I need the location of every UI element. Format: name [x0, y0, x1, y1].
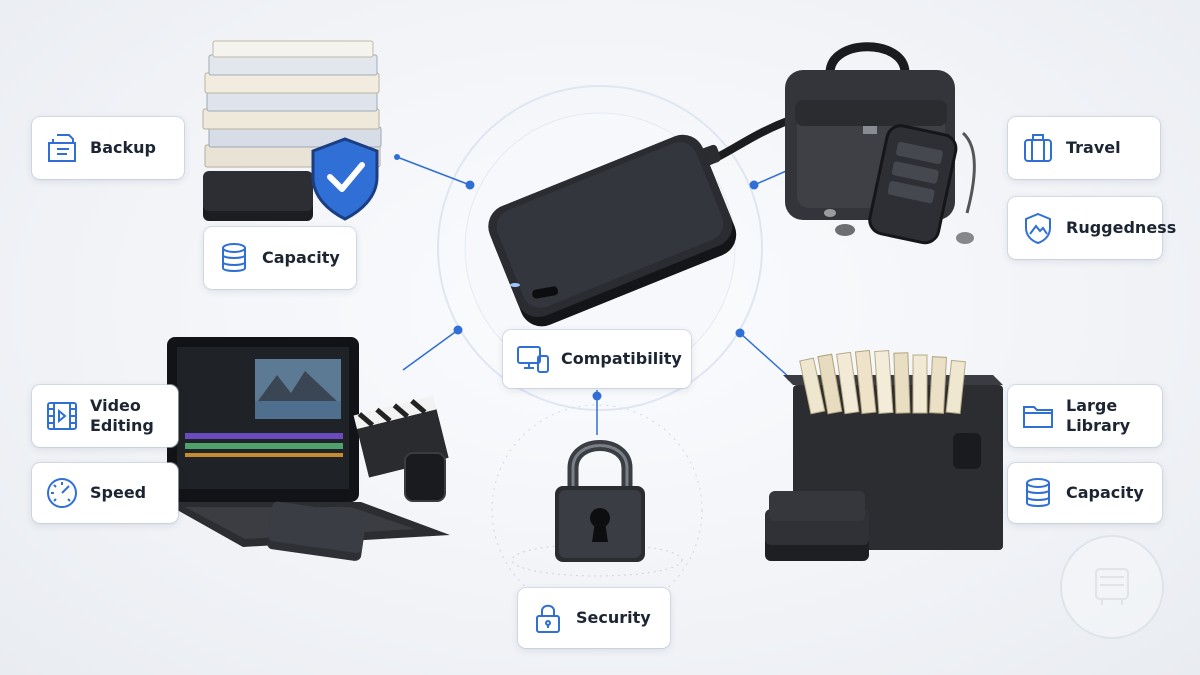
card-travel: Travel [1008, 117, 1160, 179]
large-library-label: Large Library [1066, 396, 1131, 435]
card-capacity-left: Capacity [204, 227, 356, 289]
travel-label: Travel [1066, 138, 1121, 157]
devices-icon [515, 341, 551, 377]
ruggedness-label: Ruggedness [1066, 218, 1177, 237]
watermark-badge [1060, 535, 1164, 639]
speed-label: Speed [90, 483, 147, 502]
center-hard-drive-illustration [488, 116, 794, 327]
database-icon [1020, 475, 1056, 511]
card-security: Security [518, 588, 670, 648]
shield-mountain-icon [1020, 210, 1056, 246]
travel-illustration [785, 42, 976, 245]
compatibility-label: Compatibility [561, 349, 682, 368]
security-halo [491, 404, 703, 616]
line-backup [396, 156, 471, 186]
video-editing-label: Video Editing [90, 396, 154, 435]
backup-label: Backup [90, 138, 156, 157]
card-backup: Backup [32, 117, 184, 179]
capacity-left-label: Capacity [262, 248, 340, 267]
speedometer-icon [44, 475, 80, 511]
center-halo-ring [437, 85, 763, 411]
folder-icon [1020, 398, 1056, 434]
video-editing-illustration [165, 337, 450, 561]
database-icon [216, 240, 252, 276]
large-library-illustration [765, 349, 1003, 561]
padlock-icon [530, 600, 566, 636]
security-illustration [555, 440, 645, 562]
watermark-icon [1095, 568, 1129, 605]
luggage-icon [1020, 130, 1056, 166]
capacity-right-label: Capacity [1066, 483, 1144, 502]
backup-illustration [202, 40, 382, 221]
security-label: Security [576, 608, 651, 627]
card-compatibility: Compatibility [503, 330, 691, 388]
document-stack-icon [44, 130, 80, 166]
card-large-library: Large Library [1008, 385, 1162, 447]
line-library [739, 332, 791, 379]
card-speed: Speed [32, 463, 178, 523]
line-video [402, 329, 459, 371]
card-capacity-right: Capacity [1008, 463, 1162, 523]
card-ruggedness: Ruggedness [1008, 197, 1176, 259]
card-video-editing: Video Editing [32, 385, 178, 447]
film-icon [44, 398, 80, 434]
